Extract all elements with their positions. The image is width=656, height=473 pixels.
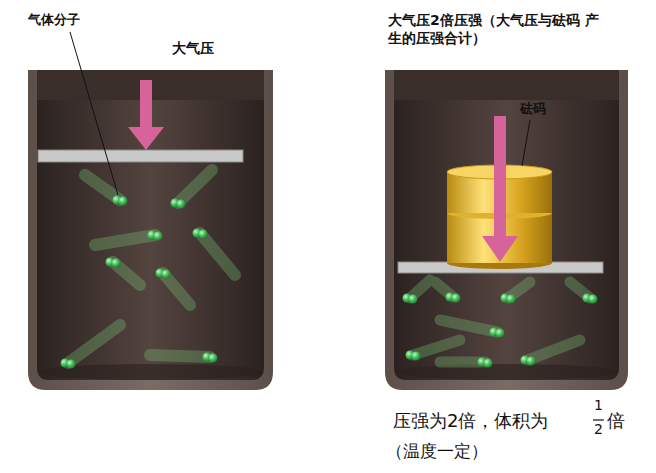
callout-label: 砝码 bbox=[520, 101, 546, 117]
leader-line bbox=[70, 32, 118, 195]
pressure-arrow bbox=[482, 116, 518, 262]
cylinder-right bbox=[385, 70, 628, 390]
callout-label: 气体分子 bbox=[28, 12, 80, 28]
piston bbox=[38, 150, 243, 162]
gas-molecules bbox=[61, 196, 218, 369]
gas-molecules bbox=[403, 293, 598, 368]
leader-line bbox=[522, 120, 530, 166]
caption-text: 倍 bbox=[607, 410, 625, 432]
fraction-numerator: 1 bbox=[594, 397, 603, 414]
caption-text: 压强为2倍，体积为 bbox=[393, 410, 548, 432]
cylinder-left bbox=[28, 70, 273, 390]
callout-label: 大气压 bbox=[172, 40, 214, 57]
caption-note: （温度一定） bbox=[386, 441, 488, 461]
fraction-denominator: 2 bbox=[594, 421, 603, 438]
heading-label: 大气压2倍压强（大气压与砝码 产生的压强合计） bbox=[388, 12, 602, 47]
fraction-bar bbox=[593, 419, 604, 420]
pressure-arrow bbox=[128, 80, 164, 150]
motion-trails bbox=[68, 170, 235, 363]
motion-trails bbox=[410, 280, 590, 362]
